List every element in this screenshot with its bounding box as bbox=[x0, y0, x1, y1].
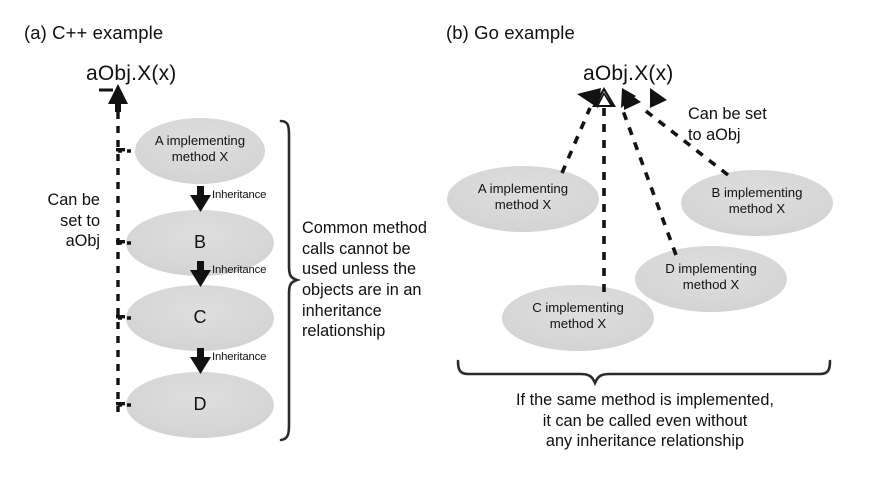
brace-b bbox=[456, 359, 832, 387]
panel-a-call-label: aObj.X(x) bbox=[86, 62, 177, 85]
dashed-connectors-b bbox=[560, 106, 730, 292]
node-ellipse-b-A bbox=[447, 166, 599, 232]
node-label-a-B: B bbox=[193, 232, 206, 252]
panel-b-brace-note: If the same method is implemented, it ca… bbox=[516, 391, 774, 451]
panel-b-title: (b) Go example bbox=[446, 22, 575, 43]
inheritance-arrow-a-3 bbox=[190, 348, 211, 374]
call-arrowheads-b bbox=[577, 87, 667, 110]
node-label-a-A: A implementing method X bbox=[154, 133, 246, 165]
edge-label-a-1: Inheritance bbox=[212, 189, 267, 201]
node-label-b-B: B implementing method X bbox=[711, 185, 803, 217]
edge-label-a-3: Inheritance bbox=[212, 351, 267, 363]
node-ellipse-b-C bbox=[502, 285, 654, 351]
dashed-line-ticks-a bbox=[116, 148, 125, 406]
panel-a-side-note: Can be set to aObj bbox=[47, 191, 100, 251]
node-label-b-C: C implementing method X bbox=[532, 300, 624, 332]
panel-a-title: (a) C++ example bbox=[24, 22, 164, 43]
node-label-a-D: D bbox=[193, 394, 207, 414]
node-ellipse-a-A bbox=[135, 118, 265, 184]
node-ellipse-a-D bbox=[126, 372, 274, 438]
brace-a bbox=[279, 119, 302, 442]
dashed-assign-line-a bbox=[116, 112, 133, 412]
node-ellipse-a-B bbox=[126, 210, 274, 276]
node-ellipse-b-B bbox=[681, 170, 833, 236]
call-arrow-a bbox=[99, 84, 128, 112]
node-ellipse-b-D bbox=[635, 246, 787, 312]
panel-b-side-note: Can be set to aObj bbox=[688, 105, 767, 144]
node-label-b-A: A implementing method X bbox=[477, 181, 569, 213]
panel-b-call-label: aObj.X(x) bbox=[583, 62, 674, 85]
inheritance-arrow-a-2 bbox=[190, 261, 211, 287]
panel-a-brace-note: Common method calls cannot be used unles… bbox=[302, 219, 427, 341]
node-label-b-D: D implementing method X bbox=[665, 261, 757, 293]
node-label-a-C: C bbox=[193, 307, 207, 327]
edge-label-a-2: Inheritance bbox=[212, 264, 267, 276]
node-ellipse-a-C bbox=[126, 285, 274, 351]
inheritance-arrow-a-1 bbox=[190, 186, 211, 212]
